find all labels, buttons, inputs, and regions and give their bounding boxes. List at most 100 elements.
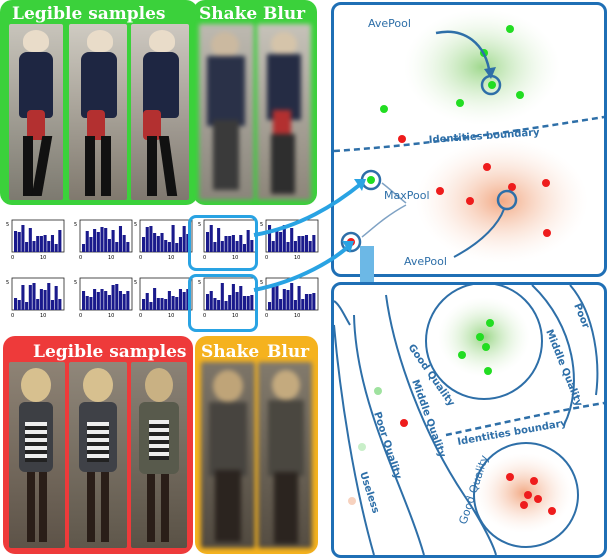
histogram-bar [217, 300, 221, 310]
histogram-bar [89, 297, 93, 310]
histogram-bar [89, 237, 93, 252]
histogram-tick-y: 5 [134, 280, 137, 286]
bottom-legible-panel: Legible samples [3, 336, 193, 554]
histogram-bar [301, 236, 305, 252]
top-blur-title: Blur [263, 4, 306, 24]
histogram-bar [54, 286, 58, 310]
histogram-tick-min: 0 [139, 255, 142, 261]
histogram-bar [304, 294, 309, 310]
histogram-bar [250, 240, 254, 252]
histogram-tick-max: 10 [168, 313, 174, 319]
histogram-tick-max: 10 [232, 313, 238, 319]
histogram-bar [107, 239, 111, 252]
histogram-bar [217, 228, 221, 252]
histogram-tick-min: 0 [139, 313, 142, 319]
histogram-bar [36, 236, 40, 252]
histogram-bar [175, 297, 179, 310]
histogram-bar [301, 299, 305, 310]
histogram-bar [228, 295, 232, 310]
histogram-bar [297, 286, 301, 310]
histogram-bar [182, 226, 186, 252]
histogram-bar [107, 295, 111, 310]
histogram-bar [167, 242, 171, 252]
histogram-bar [153, 288, 157, 310]
histogram-bar [271, 285, 275, 310]
connector-arrows [253, 179, 366, 292]
histogram-bar [279, 299, 283, 310]
histogram-bar [246, 230, 250, 252]
histogram-bar [122, 235, 126, 252]
histogram-bar [118, 291, 123, 310]
faded-red-point [348, 497, 356, 505]
top-shake-blur-panel: Shake Blur [193, 0, 317, 205]
top-legible-title: Legible samples [12, 4, 166, 24]
histogram-bar [50, 235, 55, 252]
histogram-tick-min: 0 [265, 313, 268, 319]
histogram-bar [297, 236, 301, 252]
bottom-blur-title: Blur [267, 342, 310, 362]
histogram-bar [171, 296, 175, 310]
histogram-bar [231, 235, 235, 252]
histogram-bar [14, 298, 18, 310]
histogram-bar [175, 243, 179, 252]
histogram-bar [167, 291, 171, 310]
histogram-bar [122, 294, 126, 310]
top-legible-photo-1 [9, 24, 63, 200]
histogram-bar [21, 285, 25, 310]
histogram-bar [93, 289, 97, 310]
top-green-points [380, 25, 524, 113]
histogram-bar [36, 299, 40, 310]
histogram-bar [43, 235, 47, 252]
histogram-bar [246, 296, 250, 310]
histogram-bar [186, 289, 190, 310]
histogram-bar [178, 289, 183, 310]
histogram-bar [239, 286, 243, 310]
histogram-bar [275, 283, 279, 310]
bottom-legible-photo-1 [9, 362, 65, 548]
histogram-bar [164, 240, 168, 252]
histogram-bar [47, 283, 51, 310]
histogram-bar [271, 241, 275, 252]
bottom-avepool-label: AvePool [404, 255, 447, 268]
histogram-bar [308, 241, 312, 252]
histogram-bar [171, 225, 175, 252]
histogram-bar [206, 294, 210, 310]
histogram-bar [28, 285, 32, 310]
histogram-bar [282, 289, 286, 310]
histogram-bar [43, 290, 47, 310]
histogram-bar [268, 302, 272, 310]
histogram-bar [209, 225, 213, 252]
bottom-legible-photo-2 [69, 362, 127, 548]
histogram-bar [115, 242, 119, 252]
histogram-tick-min: 0 [79, 255, 82, 261]
highlight-box-bottom [188, 274, 258, 332]
histogram-bar [96, 232, 100, 252]
top-legible-photo-3 [131, 24, 189, 200]
histogram-bar [228, 236, 232, 252]
maxpool-red-point [340, 231, 362, 253]
bottom-blur-photo [258, 362, 312, 548]
histogram-bar [58, 230, 62, 252]
histogram-bar [164, 299, 168, 310]
middle-quality-label-1: Middle Quality [543, 328, 584, 409]
histogram-bar [39, 289, 43, 310]
histogram-bar [160, 298, 164, 310]
histogram-bar [104, 291, 108, 310]
top-shake-title: Shake [199, 4, 258, 24]
useless-label: Useless [357, 471, 381, 515]
histogram-bar [224, 236, 228, 252]
histogram-bar [231, 284, 235, 310]
histogram-bar [239, 235, 243, 252]
histogram-bar [209, 291, 213, 310]
histogram-bar [17, 232, 21, 252]
histogram-bar [293, 300, 297, 310]
histogram-bar [286, 290, 290, 310]
histogram-bar [308, 294, 312, 310]
bottom-quality-space: Good Quality Middle Quality Poor Middle … [334, 285, 604, 555]
histogram-bar [25, 302, 29, 310]
histogram-bar [82, 244, 86, 252]
histogram-tick-y: 5 [198, 222, 201, 228]
histogram-bar [235, 241, 239, 252]
